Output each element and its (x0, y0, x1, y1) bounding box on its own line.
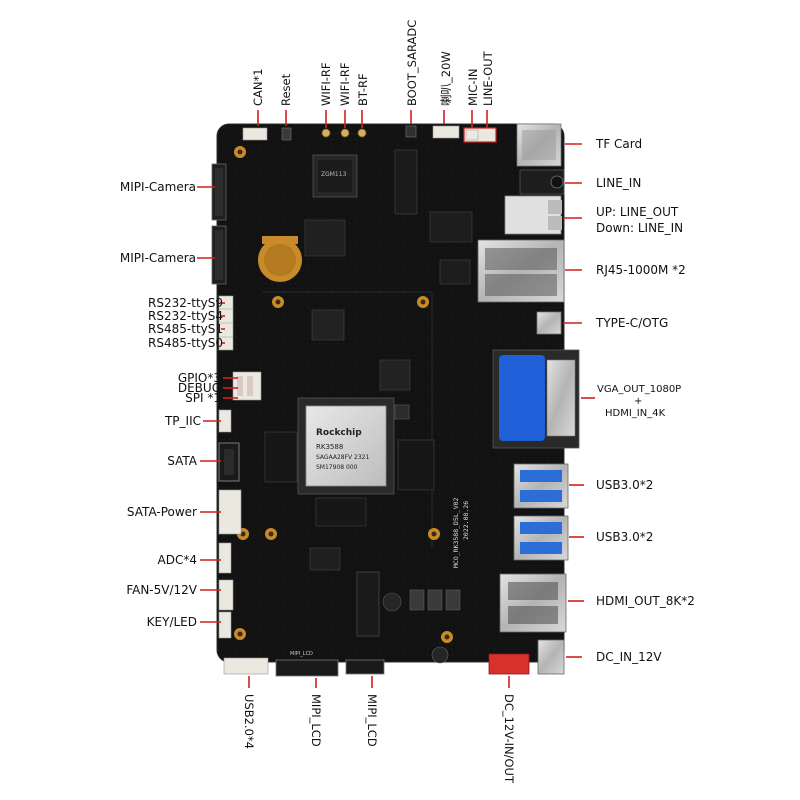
soc-rk3588 (305, 405, 387, 487)
label-sata-power: SATA-Power (126, 505, 197, 519)
label-fan: FAN-5V/12V (126, 583, 197, 597)
can-connector (242, 127, 268, 141)
label-gpio: GPIO*3 (177, 371, 221, 385)
bt-rf-antenna (357, 128, 367, 138)
soc-batch-label: SAGAA28FV 2321 (316, 454, 370, 461)
label-debug: DEBUG (177, 381, 221, 395)
label-dc-in: DC_IN_12V (596, 650, 662, 664)
boot-saradc-button (405, 125, 417, 138)
mic-in-connector (465, 129, 479, 141)
wifi-rf-antenna-1 (321, 128, 331, 138)
label-spi: SPI *1 (185, 391, 221, 405)
label-mipi-lcd-2: MIPI_LCD (365, 694, 379, 747)
label-wifi-rf-1: WIFI-RF (319, 62, 333, 106)
label-tf-card: TF Card (596, 137, 643, 151)
pcb-marking: MCO_RK3588_D5L_V02 (452, 497, 460, 568)
label-wifi-rf-2: WIFI-RF (338, 62, 352, 106)
wifi-chip-label: ZGM113 (321, 171, 347, 178)
fan-connector (218, 579, 234, 611)
m2-slot (356, 571, 380, 637)
label-adc: ADC*4 (157, 553, 197, 567)
adc-connector (218, 542, 232, 574)
label-up-line-out: UP: LINE_OUT (596, 205, 679, 219)
label-down-line-in: Down: LINE_IN (596, 221, 684, 235)
label-key-led: KEY/LED (146, 615, 197, 629)
label-hdmi-in: HDMI_IN_4K (605, 408, 666, 419)
label-line-in: LINE_IN (596, 176, 642, 190)
label-boot-saradc: BOOT_SARADC (405, 19, 419, 106)
dc-in-jack (537, 639, 565, 675)
mipi-lcd-connector-1 (275, 659, 339, 677)
dc-12v-connector (488, 653, 530, 675)
reset-button (281, 127, 292, 141)
label-plus: + (634, 396, 643, 407)
label-type-c: TYPE-C/OTG (596, 316, 669, 330)
mipi-lcd-connector-2 (345, 659, 385, 675)
label-mipi-camera-1: MIPI-Camera (119, 180, 196, 194)
label-usb3-1: USB3.0*2 (596, 478, 654, 492)
sata-power-connector (218, 489, 242, 535)
label-rs232-tty-s4: RS232-ttyS4 (148, 309, 223, 323)
label-line-out: LINE-OUT (481, 51, 495, 106)
key-led-connector (218, 611, 232, 639)
label-rj45: RJ45-1000M *2 (596, 263, 686, 277)
label-usb2: USB2.0*4 (242, 694, 256, 749)
coin-cell-battery-icon (258, 236, 302, 282)
label-rs485-tty-s0: RS485-ttyS0 (148, 336, 223, 350)
soc-model-label: RK3588 (316, 443, 344, 451)
wifi-rf-antenna-2 (340, 128, 350, 138)
label-reset: Reset (279, 73, 293, 106)
label-sata: SATA (167, 454, 197, 468)
soc-lot-label: SM17908 000 (316, 464, 358, 471)
soc-brand-label: Rockchip (316, 428, 362, 438)
label-tp-iic: TP_IIC (164, 414, 201, 428)
lcd-silkscreen: MIPI_LCD (290, 651, 313, 657)
ram-chip-1 (264, 431, 298, 483)
label-bt-rf: BT-RF (356, 73, 370, 106)
label-rs232-tty-s9: RS232-ttyS9 (148, 296, 223, 310)
label-mipi-camera-2: MIPI-Camera (119, 251, 196, 265)
label-hdmi-out: HDMI_OUT_8K*2 (596, 594, 695, 608)
label-can: CAN*1 (251, 68, 265, 106)
type-c-port (536, 311, 562, 335)
ram-chip-3 (397, 439, 435, 491)
label-mipi-lcd-1: MIPI_LCD (309, 694, 323, 747)
ram-chip-2 (315, 497, 367, 527)
label-mic-in: MIC-IN (466, 68, 480, 107)
label-usb3-2: USB3.0*2 (596, 530, 654, 544)
speaker-connector (432, 125, 460, 139)
label-dc-12v-inout: DC_12V-IN/OUT (502, 694, 516, 783)
pcb-date: 2022.08.26 (462, 500, 470, 540)
label-rs485-tty-s1: RS485-ttyS1 (148, 322, 223, 336)
usb2-header (223, 657, 269, 675)
label-speaker: 喇叭_20W (439, 51, 453, 106)
label-vga-out: VGA_OUT_1080P (597, 384, 682, 395)
